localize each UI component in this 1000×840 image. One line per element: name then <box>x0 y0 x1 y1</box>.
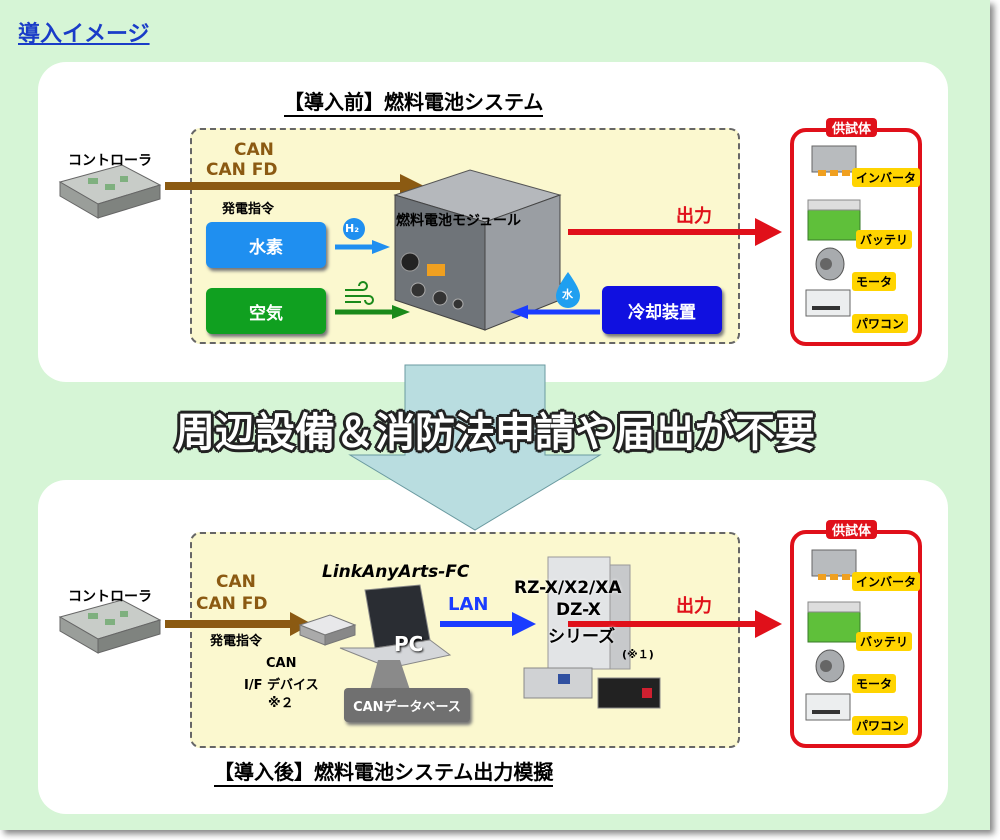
dut-title-bottom: 供試体 <box>826 520 878 539</box>
dut-item-motor-top: モータ <box>852 272 897 291</box>
power-supply-rack-icon <box>523 556 661 709</box>
diagram-graphics <box>58 145 861 721</box>
can-label-bottom: CAN <box>216 572 256 592</box>
dut-item-battery-bottom: バッテリ <box>856 632 913 651</box>
motor-icon-bottom <box>815 649 845 683</box>
power-conditioner-icon-bottom <box>805 693 851 721</box>
dut-item-inverter-bottom: インバータ <box>852 572 921 591</box>
can-database-box: CANデータベース <box>344 688 470 722</box>
h2-badge: H₂ <box>345 222 360 235</box>
pc-label: PC <box>394 632 424 656</box>
can-if-label-1: CAN <box>266 656 297 671</box>
can-fd-label-top: CAN FD <box>206 160 278 180</box>
output-label-top: 出力 <box>676 206 712 227</box>
controller-icon-top <box>58 164 162 219</box>
water-drop-icon <box>556 272 580 308</box>
fuel-cell-module-icon <box>393 169 562 331</box>
page-title-link[interactable]: 導入イメージ <box>18 22 150 47</box>
battery-icon-bottom <box>807 601 861 643</box>
can-if-label-2: I/F デバイス <box>244 678 319 693</box>
transition-arrow <box>348 364 602 531</box>
series-label-1: RZ-X/X2/XA <box>514 578 622 598</box>
dut-item-battery-top: バッテリ <box>856 230 913 249</box>
power-command-label-bottom: 発電指令 <box>210 634 263 649</box>
controller-icon-bottom <box>58 599 162 654</box>
air-box: 空気 <box>206 288 326 334</box>
power-command-label-top: 発電指令 <box>222 202 275 217</box>
dut-item-pcs-bottom: パワコン <box>852 716 909 735</box>
banner-text: 周辺設備＆消防法申請や届出が不要 <box>175 410 815 456</box>
controller-label-top: コントローラ <box>68 153 152 169</box>
power-conditioner-icon-top <box>805 289 851 317</box>
can-label-top: CAN <box>234 140 274 160</box>
water-badge: 水 <box>562 288 573 301</box>
can-fd-label-bottom: CAN FD <box>196 594 268 614</box>
inverter-icon-bottom <box>811 549 857 580</box>
air-wind-icon <box>345 281 374 305</box>
page: 導入イメージ 【導入前】燃料電池システム 【導入後】燃料電池システム出力模擬 <box>0 0 990 830</box>
output-label-bottom: 出力 <box>676 596 712 617</box>
series-label-2: DZ-X <box>556 600 601 620</box>
controller-label-bottom: コントローラ <box>68 589 152 605</box>
dut-item-inverter-top: インバータ <box>852 168 921 187</box>
battery-icon-top <box>807 199 861 241</box>
h2-badge-circle <box>343 218 365 240</box>
hydrogen-box: 水素 <box>206 222 326 268</box>
dut-title-top: 供試体 <box>826 118 878 137</box>
after-heading: 【導入後】燃料電池システム出力模擬 <box>214 756 554 787</box>
fuel-cell-module-label: 燃料電池モジュール <box>396 213 522 229</box>
dut-item-motor-bottom: モータ <box>852 674 897 693</box>
after-panel: 【導入後】燃料電池システム出力模擬 <box>38 480 948 814</box>
dut-item-pcs-top: パワコン <box>852 314 909 333</box>
pc-laptop-icon <box>339 584 452 669</box>
before-heading: 【導入前】燃料電池システム <box>284 86 544 117</box>
lan-label: LAN <box>448 594 489 615</box>
series-label-3: シリーズ <box>548 627 616 647</box>
series-note: (※１) <box>622 648 654 661</box>
motor-icon-top <box>815 247 845 281</box>
can-if-label-3: ※２ <box>268 696 294 711</box>
cooling-box: 冷却装置 <box>602 286 722 334</box>
inverter-icon-top <box>811 145 857 176</box>
software-label: LinkAnyArts-FC <box>322 562 470 582</box>
can-if-device-icon <box>298 614 357 646</box>
